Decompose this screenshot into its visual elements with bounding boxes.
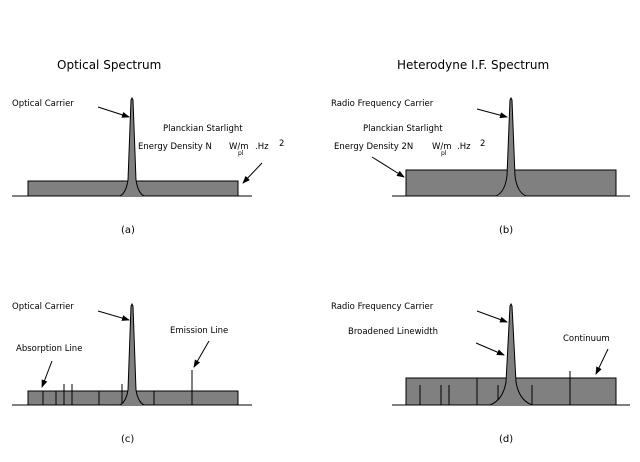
panel-c-emission-label: Emission Line [170,326,228,336]
panel-c-carrier-peak [119,302,145,406]
panel-a-energy-unit: W/m [229,142,249,152]
panel-a-carrier-peak [119,96,145,197]
panel-c-absorption-label: Absorption Line [16,344,82,354]
heterodyne-spectrum-title: Heterodyne I.F. Spectrum [397,58,549,72]
panel-c: Optical Carrier Emission Line Absorption… [12,302,252,445]
panel-c-absorption-arrow [41,360,53,388]
panel-b-energy-hz: .Hz [457,142,471,152]
panel-b-energy-exponent: 2 [480,139,485,149]
panel-d-carrier-arrow [476,310,508,323]
panel-d-continuum-label: Continuum [563,334,610,344]
panel-b: Radio Frequency Carrier Planckian Starli… [331,96,630,236]
panel-b-carrier-label: Radio Frequency Carrier [331,99,434,109]
panel-b-starlight-label: Planckian Starlight [363,124,443,134]
panel-b-energy-unit: W/m [432,142,452,152]
panel-d-carrier-peak [489,302,533,406]
panel-d: Radio Frequency Carrier Broadened Linewi… [331,302,630,445]
panel-a-caption: (a) [121,225,135,236]
panel-a-energy-label: Energy Density N [138,142,212,152]
panel-b-energy-label: Energy Density 2N [334,142,413,152]
panel-a-carrier-arrow [97,106,130,118]
panel-a-energy-hz: .Hz [255,142,269,152]
panel-a-energy-exponent: 2 [279,139,284,149]
optical-spectrum-title: Optical Spectrum [57,58,161,72]
panel-d-caption: (d) [499,434,513,445]
panel-d-continuum-arrow [595,348,609,375]
panel-a-energy-subscript: pl [238,150,244,157]
panel-a: Optical Carrier Planckian Starlight Ener… [12,96,284,236]
panel-a-starlight-label: Planckian Starlight [163,124,243,134]
panel-a-starlight-arrow [242,162,263,184]
panel-b-caption: (b) [499,225,513,236]
panel-b-starlight-arrow [371,156,405,178]
panel-c-carrier-arrow [97,310,130,321]
panel-c-emission-arrow [193,340,210,368]
panel-d-broadened-label: Broadened Linewidth [348,327,438,337]
panel-b-energy-subscript: pl [441,150,447,157]
panel-d-carrier-label: Radio Frequency Carrier [331,302,434,312]
panel-b-carrier-peak [495,96,527,197]
panel-d-broadened-arrow [475,342,505,356]
panel-b-carrier-arrow [476,108,508,119]
panel-c-caption: (c) [121,434,134,445]
panel-a-carrier-label: Optical Carrier [12,99,74,109]
panel-c-carrier-label: Optical Carrier [12,302,74,312]
